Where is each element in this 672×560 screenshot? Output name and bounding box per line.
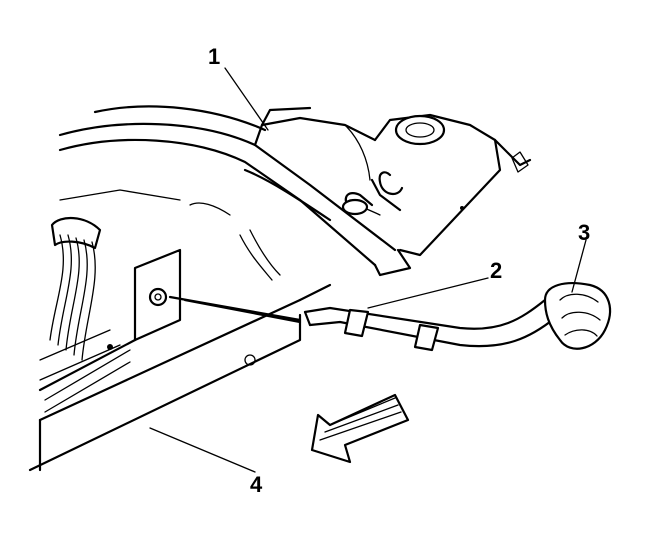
frame-rail [28,248,332,472]
callout-2-label: 2 [490,258,503,283]
leader-line-3 [571,239,587,293]
leader-line-2 [367,277,489,309]
callout-4-label: 4 [250,472,263,497]
callout-1-label: 1 [208,44,221,69]
wiring-harness [39,189,281,381]
mount-bracket [341,113,532,257]
callout-3-label: 3 [578,220,591,245]
leader-line-4 [149,427,256,473]
leader-line-1 [224,67,269,131]
exhaust-hanger [543,282,612,350]
front-direction-arrow [310,393,410,464]
leader-lines [149,67,587,473]
exhaust-pipe [168,295,557,352]
cross-member [58,105,412,277]
